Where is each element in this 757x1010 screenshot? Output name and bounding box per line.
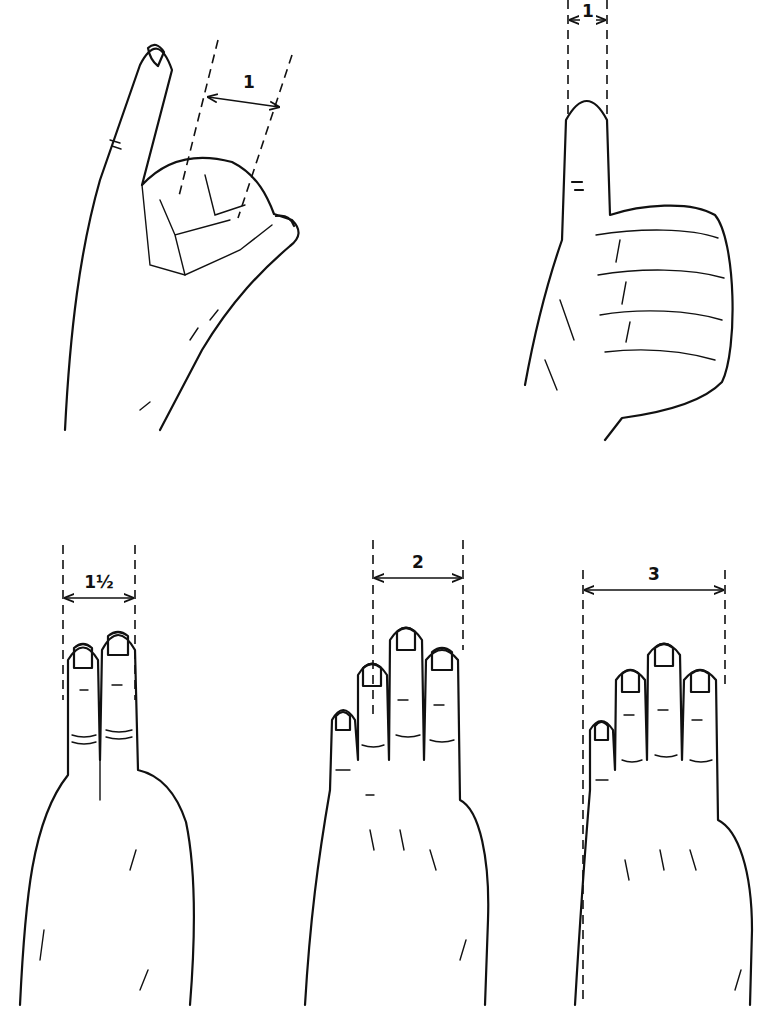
pointing-hand — [65, 40, 299, 430]
dimension-label: 1 — [580, 2, 596, 21]
dimension-label: 1½ — [82, 573, 115, 592]
dimension-label: 1 — [241, 73, 257, 92]
two-finger-hand — [20, 545, 194, 1005]
dimension-label: 3 — [646, 565, 662, 584]
four-finger-hand — [575, 570, 752, 1005]
thumb-fist — [525, 0, 733, 440]
dimension-label: 2 — [410, 553, 426, 572]
three-finger-hand — [305, 540, 488, 1005]
